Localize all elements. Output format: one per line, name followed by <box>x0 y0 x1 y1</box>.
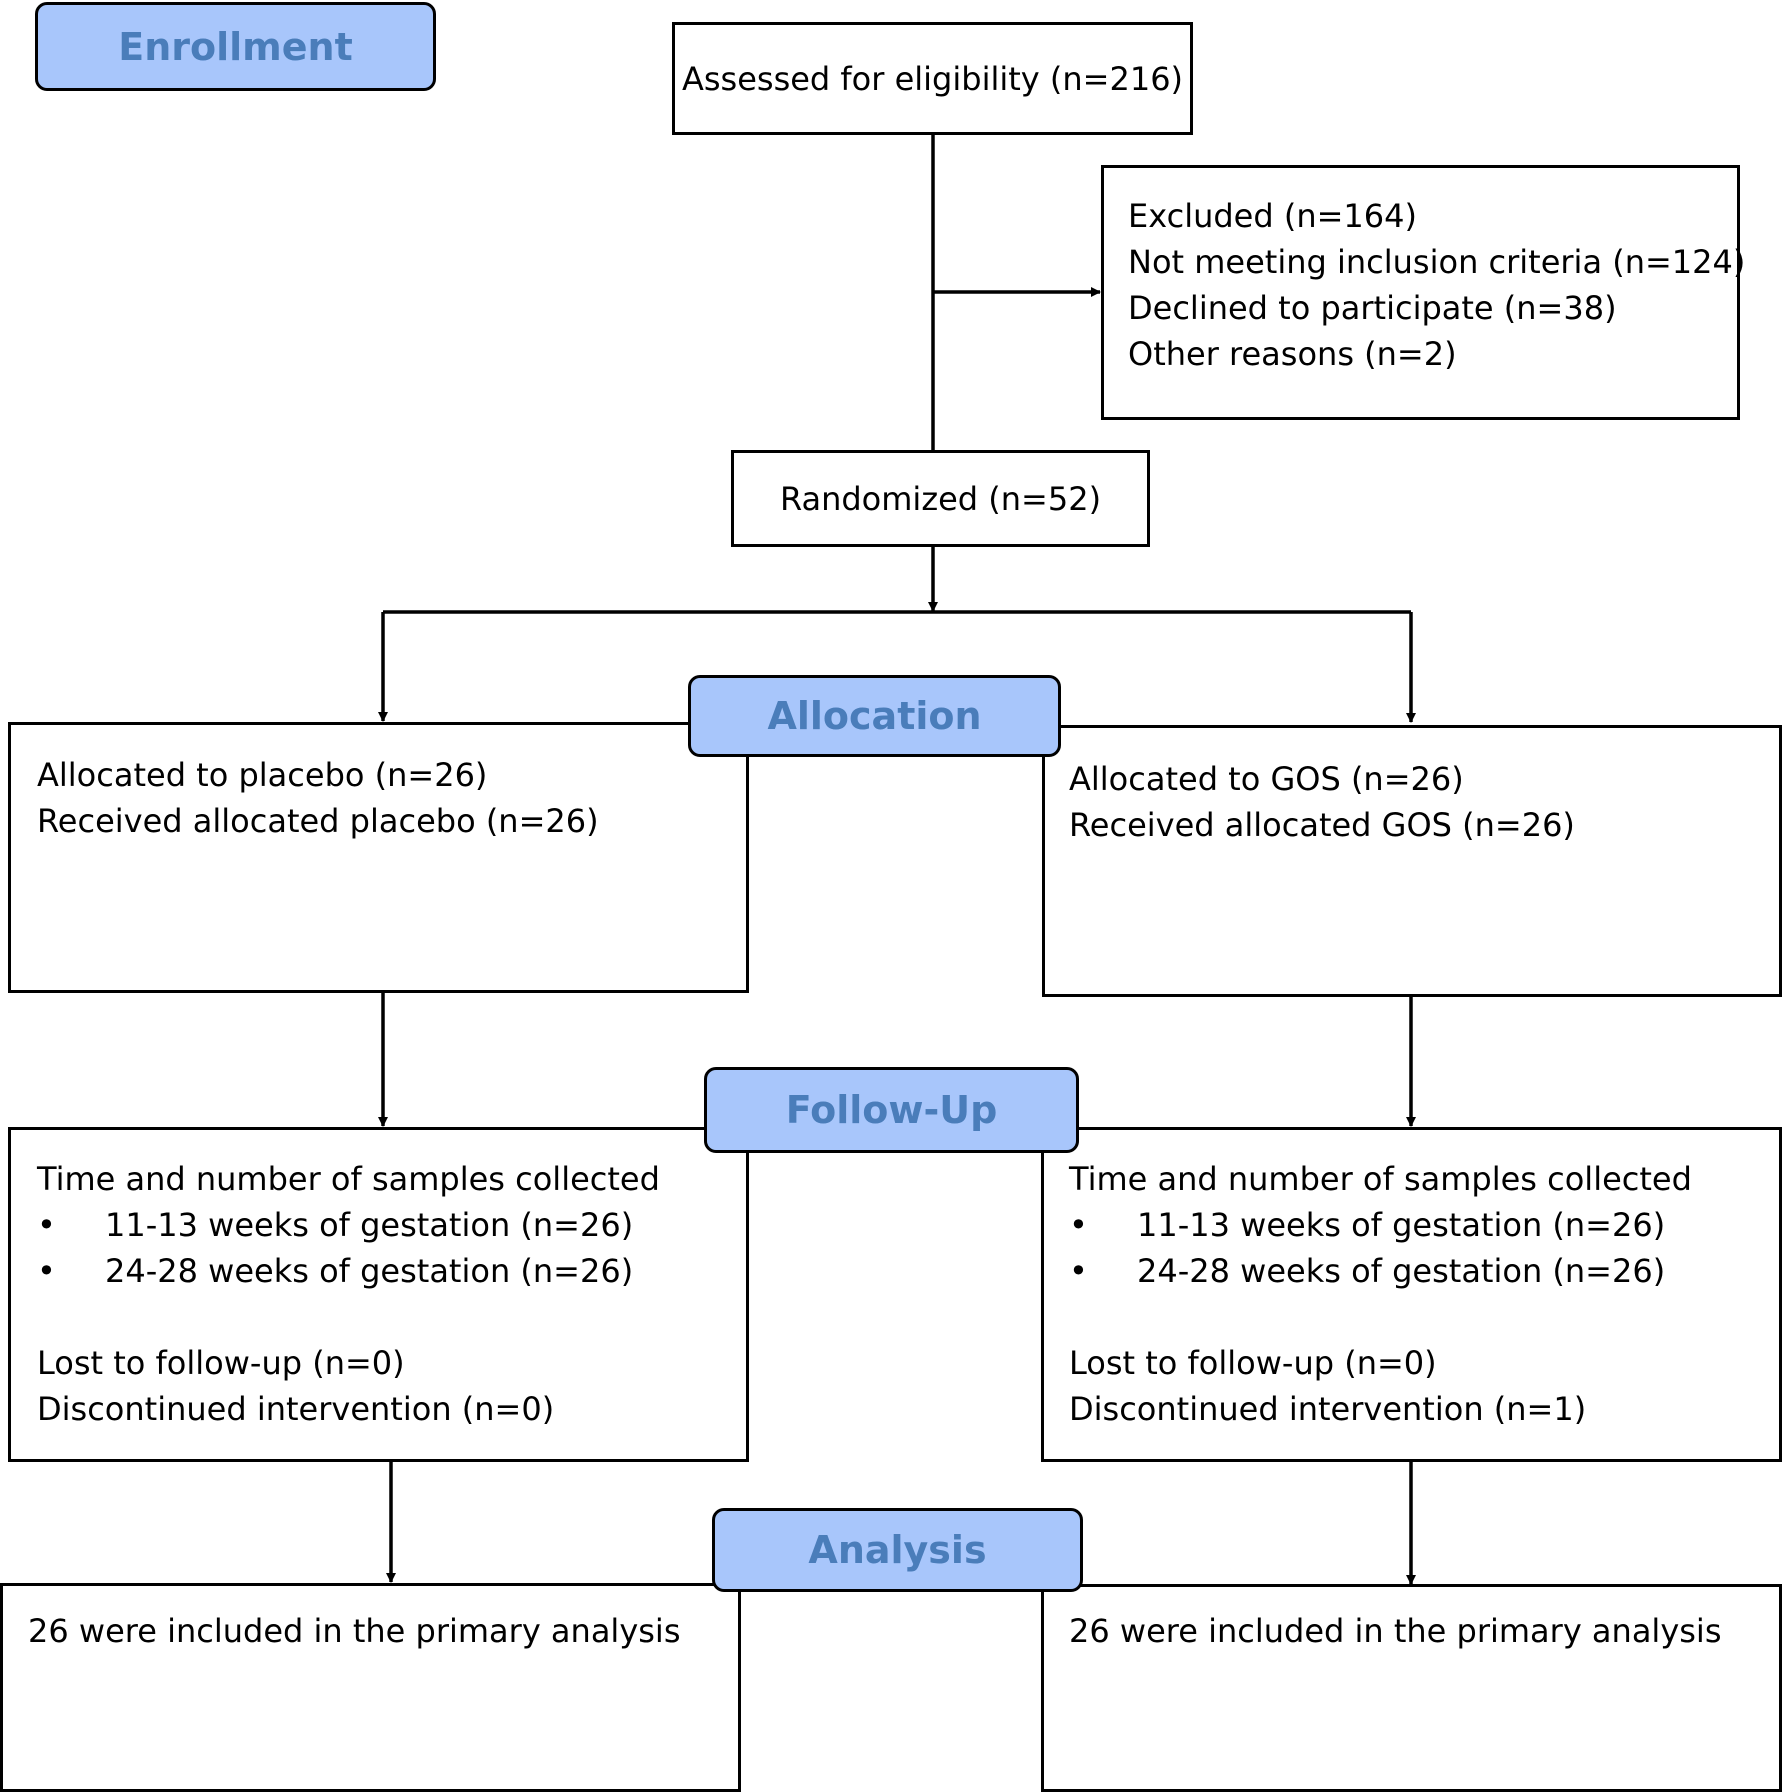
followup-lost: Lost to follow-up (n=0) <box>1069 1344 1437 1382</box>
followup-bullet-item: • 11-13 weeks of gestation (n=26) <box>1069 1202 1779 1248</box>
followup-discontinued: Discontinued intervention (n=1) <box>1069 1390 1587 1428</box>
followup-gos-box: Time and number of samples collected • 11… <box>1041 1127 1782 1462</box>
allocation-placebo-line: Received allocated placebo (n=26) <box>37 802 599 840</box>
stage-label-follow-up: Follow-Up <box>704 1067 1079 1153</box>
followup-bullet-text: 11-13 weeks of gestation (n=26) <box>1137 1206 1666 1244</box>
analysis-gos-text: 26 were included in the primary analysis <box>1069 1612 1722 1650</box>
bullet-icon: • <box>1069 1252 1088 1290</box>
followup-bullet-item: • 24-28 weeks of gestation (n=26) <box>1069 1248 1779 1294</box>
allocation-gos-line: Allocated to GOS (n=26) <box>1069 760 1464 798</box>
excluded-reason: Declined to participate (n=38) <box>1128 289 1617 327</box>
excluded-box: Excluded (n=164) Not meeting inclusion c… <box>1101 165 1746 420</box>
followup-bullet-item: • 11-13 weeks of gestation (n=26) <box>37 1202 746 1248</box>
allocation-placebo-box: Allocated to placebo (n=26) Received all… <box>8 722 749 993</box>
assessed-box: Assessed for eligibility (n=216) <box>672 22 1193 135</box>
followup-discontinued: Discontinued intervention (n=0) <box>37 1390 555 1428</box>
followup-heading: Time and number of samples collected <box>37 1160 660 1198</box>
analysis-gos-box: 26 were included in the primary analysis <box>1041 1584 1782 1792</box>
randomized-text: Randomized (n=52) <box>779 479 1102 518</box>
followup-lost: Lost to follow-up (n=0) <box>37 1344 405 1382</box>
followup-bullet-text: 11-13 weeks of gestation (n=26) <box>105 1206 634 1244</box>
randomized-box: Randomized (n=52) <box>731 450 1150 547</box>
stage-label-analysis: Analysis <box>712 1508 1083 1592</box>
excluded-reason: Not meeting inclusion criteria (n=124) <box>1128 243 1746 281</box>
bullet-icon: • <box>1069 1206 1088 1244</box>
stage-label-allocation: Allocation <box>688 675 1061 757</box>
analysis-placebo-text: 26 were included in the primary analysis <box>28 1612 681 1650</box>
followup-placebo-box: Time and number of samples collected • 11… <box>8 1127 749 1462</box>
followup-bullet-item: • 24-28 weeks of gestation (n=26) <box>37 1248 746 1294</box>
analysis-placebo-box: 26 were included in the primary analysis <box>0 1583 741 1792</box>
bullet-icon: • <box>37 1252 56 1290</box>
assessed-text: Assessed for eligibility (n=216) <box>681 59 1184 98</box>
followup-bullet-text: 24-28 weeks of gestation (n=26) <box>105 1252 634 1290</box>
allocation-gos-line: Received allocated GOS (n=26) <box>1069 806 1575 844</box>
allocation-gos-box: Allocated to GOS (n=26) Received allocat… <box>1042 725 1782 997</box>
followup-bullet-text: 24-28 weeks of gestation (n=26) <box>1137 1252 1666 1290</box>
excluded-reason: Other reasons (n=2) <box>1128 335 1457 373</box>
allocation-placebo-line: Allocated to placebo (n=26) <box>37 756 488 794</box>
bullet-icon: • <box>37 1206 56 1244</box>
excluded-title: Excluded (n=164) <box>1128 197 1417 235</box>
stage-label-enrollment: Enrollment <box>35 2 436 91</box>
followup-heading: Time and number of samples collected <box>1069 1160 1692 1198</box>
